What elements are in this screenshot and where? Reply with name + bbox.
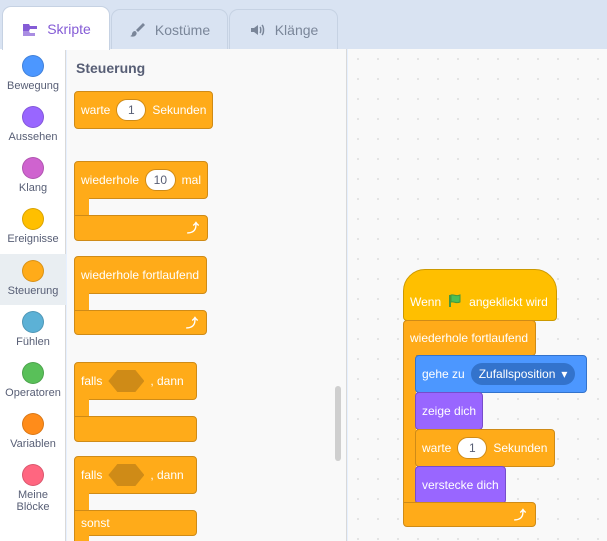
loop-arrow-icon: ⤴: [187, 221, 200, 235]
dropdown-value: Zufallsposition: [478, 367, 556, 381]
if-block-top[interactable]: falls , dann: [74, 362, 197, 400]
category-label: Meine Blöcke: [16, 489, 50, 513]
c-block-arm: [74, 293, 89, 311]
speaker-icon: [249, 21, 267, 39]
c-block-bottom: [403, 502, 536, 527]
repeat-block-top[interactable]: wiederhole 10 mal: [74, 161, 208, 199]
green-flag-icon: [447, 293, 463, 312]
c-block-arm: [74, 399, 89, 417]
block-text: mal: [181, 173, 201, 187]
category-dot: [22, 208, 44, 230]
wait-block[interactable]: warte 1 Sekunden: [415, 429, 555, 467]
else-section: sonst: [74, 510, 197, 536]
block-text: Wenn: [410, 295, 442, 309]
if-else-block-top[interactable]: falls , dann: [74, 456, 197, 494]
script-workspace[interactable]: Wenn angeklickt wird wiederhole fortlauf…: [348, 49, 607, 541]
tab-scripts[interactable]: Skripte: [2, 6, 110, 50]
block-text: zeige dich: [422, 404, 477, 418]
palette-scrollbar[interactable]: [335, 386, 341, 461]
category-sound[interactable]: Klang: [0, 151, 66, 202]
boolean-slot[interactable]: [108, 464, 145, 486]
category-motion[interactable]: Bewegung: [0, 49, 66, 100]
block-text: angeklickt wird: [469, 295, 548, 309]
category-dot: [22, 157, 44, 179]
block-text: verstecke dich: [422, 478, 499, 492]
tab-costumes-label: Kostüme: [154, 21, 211, 38]
category-dot: [22, 362, 44, 384]
c-block-arm: [74, 493, 89, 511]
block-text: wiederhole: [81, 173, 140, 187]
category-menu: Bewegung Aussehen Klang Ereignisse Steue…: [0, 49, 66, 541]
tab-sounds[interactable]: Klänge: [229, 9, 338, 49]
c-block-bottom: [74, 215, 208, 241]
loop-arrow-icon: ⤴: [514, 508, 527, 522]
when-flag-clicked-block[interactable]: Wenn angeklickt wird: [403, 269, 557, 321]
category-looks[interactable]: Aussehen: [0, 100, 66, 151]
block-text: falls: [81, 468, 103, 482]
category-control[interactable]: Steuerung: [0, 254, 66, 305]
number-input[interactable]: 1: [457, 437, 488, 459]
editor-tab-bar: Skripte Kostüme Klänge: [0, 0, 607, 50]
category-operators[interactable]: Operatoren: [0, 356, 66, 407]
dropdown-arrow-icon: ▾: [561, 367, 568, 381]
block-text: wiederhole fortlaufend: [81, 268, 200, 282]
category-label: Ereignisse: [7, 233, 59, 245]
block-text: warte: [81, 103, 111, 117]
category-dot: [22, 413, 44, 435]
category-dot: [22, 260, 44, 282]
category-variables[interactable]: Variablen: [0, 407, 66, 458]
number-input[interactable]: 1: [116, 99, 147, 121]
category-dot: [22, 464, 44, 486]
wait-block[interactable]: warte 1 Sekunden: [74, 91, 214, 129]
category-label: Klang: [18, 182, 48, 194]
go-to-dropdown[interactable]: Zufallsposition ▾: [470, 363, 576, 385]
palette-section-title: Steuerung: [76, 60, 146, 76]
paintbrush-icon: [129, 21, 147, 39]
c-block-bottom: [74, 416, 197, 442]
category-dot: [22, 106, 44, 128]
category-events[interactable]: Ereignisse: [0, 202, 66, 253]
block-text: Sekunden: [493, 441, 548, 455]
category-label: Fühlen: [16, 336, 50, 348]
category-my-blocks[interactable]: Meine Blöcke: [0, 458, 66, 518]
block-text: sonst: [81, 516, 110, 530]
c-block-arm: [74, 535, 89, 541]
category-dot: [22, 311, 44, 333]
category-label: Operatoren: [5, 387, 61, 399]
forever-block-top[interactable]: wiederhole fortlaufend: [403, 320, 536, 356]
category-label: Steuerung: [7, 285, 59, 297]
go-to-block[interactable]: gehe zu Zufallsposition ▾: [415, 355, 587, 393]
category-label: Bewegung: [7, 80, 59, 92]
category-label: Aussehen: [8, 131, 58, 143]
c-block-bottom: [74, 310, 207, 335]
forever-block-top[interactable]: wiederhole fortlaufend: [74, 256, 207, 294]
block-text: warte: [422, 441, 452, 455]
number-input[interactable]: 10: [145, 169, 176, 191]
category-sensing[interactable]: Fühlen: [0, 305, 66, 356]
tab-scripts-label: Skripte: [47, 20, 91, 37]
block-text: , dann: [150, 374, 184, 388]
show-block[interactable]: zeige dich: [415, 392, 483, 430]
code-icon: [21, 20, 39, 38]
category-label: Variablen: [10, 438, 56, 450]
block-text: wiederhole fortlaufend: [410, 331, 529, 345]
block-text: , dann: [150, 468, 184, 482]
block-text: Sekunden: [152, 103, 207, 117]
block-palette: Steuerung warte 1 Sekunden wiederhole 10…: [67, 49, 347, 541]
loop-arrow-icon: ⤴: [186, 316, 199, 330]
hide-block[interactable]: verstecke dich: [415, 466, 506, 504]
category-dot: [22, 55, 44, 77]
tab-costumes[interactable]: Kostüme: [111, 9, 228, 49]
block-text: falls: [81, 374, 103, 388]
block-text: gehe zu: [422, 367, 465, 381]
c-block-arm: [403, 355, 416, 503]
c-block-arm: [74, 198, 89, 216]
tab-sounds-label: Klänge: [274, 21, 319, 38]
boolean-slot[interactable]: [108, 370, 145, 392]
